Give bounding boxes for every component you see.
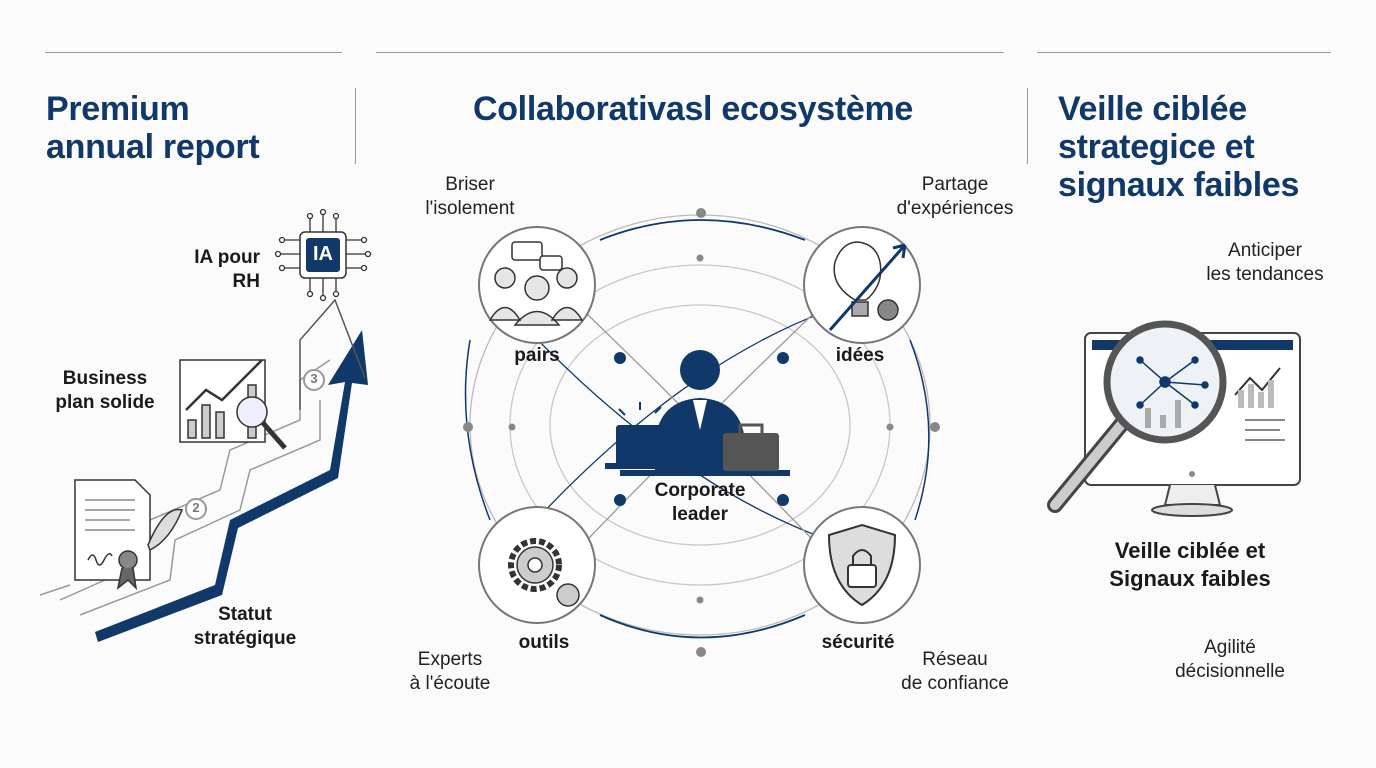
top-rule-right <box>1037 52 1331 53</box>
ai-chip-text: IA <box>313 243 333 265</box>
node-outils-label: outils <box>518 632 570 653</box>
node-idees-circle <box>803 226 921 344</box>
step-2-number: 2 <box>192 500 200 515</box>
outer-label-line: l'isolement <box>425 198 515 219</box>
business-chart-icon <box>179 359 287 450</box>
veille-label: Veille ciblée et Signaux faibles <box>1080 537 1300 593</box>
outer-label-partage: Partage d'expériences <box>870 173 1040 221</box>
hub-label-line: leader <box>672 504 728 525</box>
outer-label-experts: Experts à l'écoute <box>380 648 520 696</box>
outer-label-reseau: Réseau de confiance <box>880 648 1030 696</box>
magnifier-icon <box>1047 320 1227 513</box>
growth-arrow <box>95 330 368 642</box>
business-label-line: plan solide <box>55 392 155 413</box>
hub-label: Corporate leader <box>630 479 770 527</box>
outer-label-line: Experts <box>417 649 483 670</box>
business-label: Business plan solide <box>40 367 170 415</box>
status-label-line: Statut <box>218 604 272 625</box>
network-small-nodes <box>463 208 940 657</box>
step-2-badge <box>185 498 207 520</box>
agilite-label-line: Agilité <box>1204 637 1256 658</box>
right-title-line: strategice et <box>1058 128 1255 166</box>
outer-label-line: de confiance <box>901 673 1009 694</box>
outer-label-line: d'expériences <box>896 198 1014 219</box>
center-title: Collaborativasl ecosystème <box>472 90 914 128</box>
node-outils-circle <box>478 506 596 624</box>
veille-label-line: Veille ciblée et <box>1114 538 1266 563</box>
business-label-line: Business <box>62 368 148 389</box>
right-title-line: Veille ciblée <box>1058 90 1247 128</box>
top-rule-left <box>45 52 342 53</box>
status-label: Statut stratégique <box>175 603 315 651</box>
node-pairs-circle <box>478 226 596 344</box>
network-nodes <box>614 352 789 506</box>
outer-label-line: Briser <box>445 174 495 195</box>
agilite-label: Agilité décisionnelle <box>1150 636 1310 684</box>
node-pairs-label: pairs <box>514 345 560 366</box>
anticiper-label-line: les tendances <box>1206 264 1324 285</box>
left-title: Premium annual report <box>46 90 260 166</box>
step-3-number: 3 <box>310 371 318 386</box>
ia-label: IA pour RH <box>150 246 260 294</box>
right-title: Veille ciblée strategice et signaux faib… <box>1058 90 1299 204</box>
anticiper-label: Anticiper les tendances <box>1180 239 1350 287</box>
left-title-line: annual report <box>46 128 260 166</box>
corporate-leader-icon <box>605 350 790 476</box>
top-rule-center <box>376 52 1004 53</box>
divider-right <box>1027 88 1028 164</box>
agilite-label-line: décisionnelle <box>1175 661 1285 682</box>
node-securite-label: sécurité <box>821 632 895 653</box>
node-idees-label: idées <box>835 345 885 366</box>
ia-label-line: IA pour <box>194 247 260 268</box>
node-securite-circle <box>803 506 921 624</box>
outer-label-line: à l'écoute <box>409 673 491 694</box>
anticiper-label-line: Anticiper <box>1228 240 1302 261</box>
ai-chip-icon <box>274 208 372 302</box>
status-label-line: stratégique <box>193 628 297 649</box>
outer-label-line: Partage <box>921 174 989 195</box>
outer-label-line: Réseau <box>922 649 988 670</box>
divider-left <box>355 88 356 164</box>
right-title-line: signaux faibles <box>1058 166 1300 204</box>
hub-label-line: Corporate <box>654 480 746 501</box>
outer-label-briser: Briser l'isolement <box>395 173 545 221</box>
step-3-badge <box>303 369 325 391</box>
veille-label-line: Signaux faibles <box>1109 566 1271 591</box>
left-title-line: Premium <box>46 90 190 128</box>
certificate-document-icon <box>74 479 184 591</box>
ia-label-line: RH <box>232 271 260 292</box>
